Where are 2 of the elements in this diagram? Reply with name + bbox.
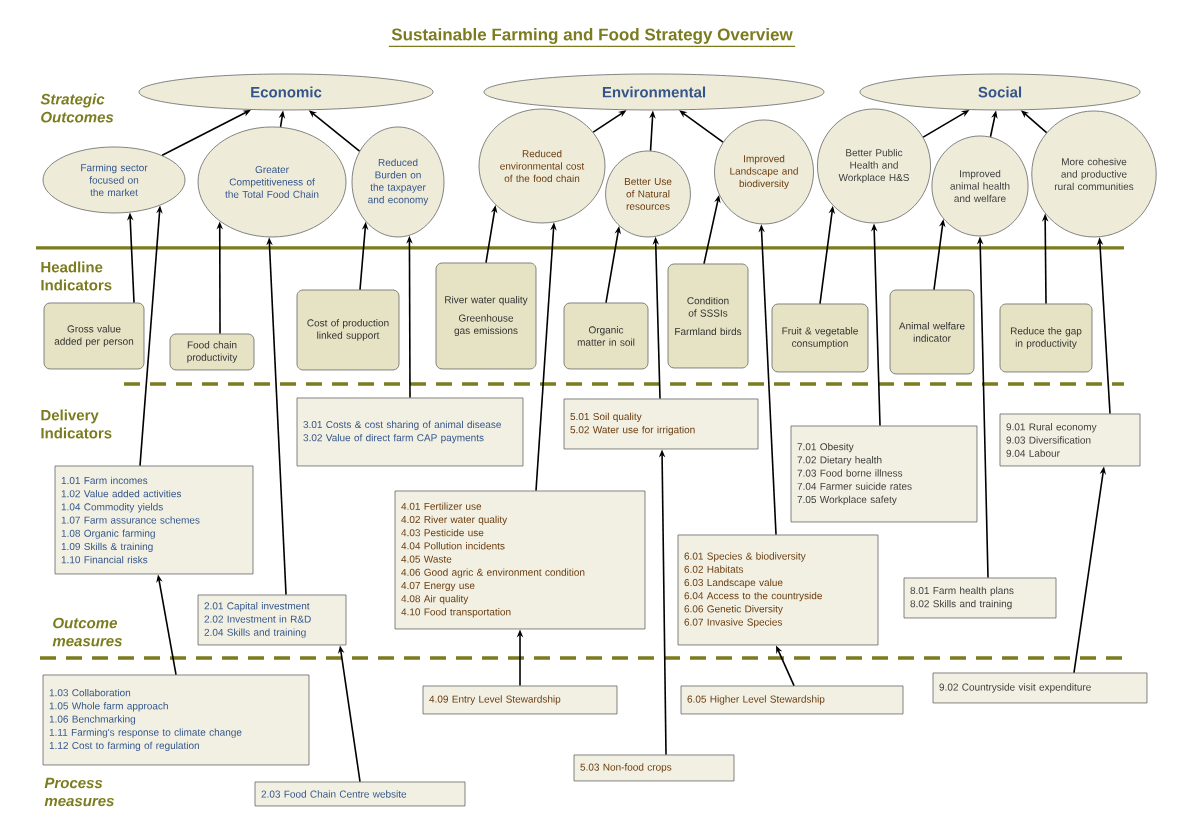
title: Sustainable Farming and Food Strategy Overview: [388, 28, 796, 47]
arrow: [679, 110, 724, 143]
